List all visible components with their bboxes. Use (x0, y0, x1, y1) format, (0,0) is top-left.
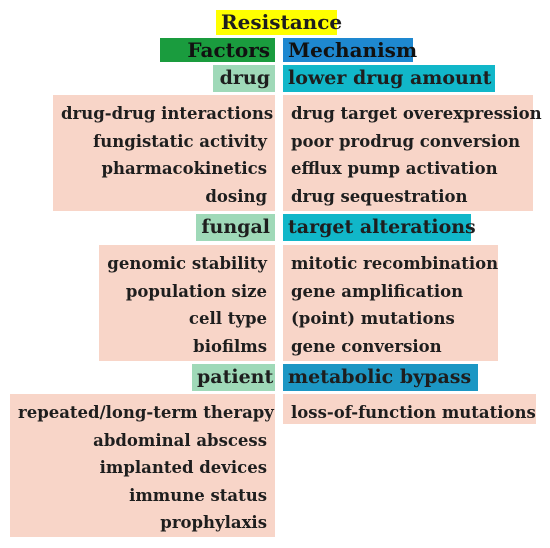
mechanism-item: loss-of-function mutations (291, 403, 536, 422)
factor-item: dosing (205, 186, 267, 206)
factor-item: repeated/long-term therapy (18, 403, 274, 422)
factor-item: population size (125, 281, 267, 301)
mechanism-section-target-alterations: target alterations (283, 214, 476, 241)
factor-item: genomic stability (107, 254, 267, 273)
mechanism-list-target-alterations: mitotic recombination gene amplification… (283, 245, 498, 361)
factor-list-fungal: genomic stability population size cell t… (99, 245, 275, 361)
factor-item: drug-drug interactions (61, 104, 274, 123)
mechanism-list-lower-drug-amount: drug target overexpression poor prodrug … (283, 95, 542, 211)
mechanism-section-metabolic-bypass: metabolic bypass (283, 364, 478, 391)
mechanism-item: drug sequestration (291, 186, 468, 206)
title-label: Resistance (216, 10, 342, 35)
mechanism-item: efflux pump activation (291, 159, 498, 178)
mechanism-item: gene conversion (291, 336, 442, 356)
mechanism-item: poor prodrug conversion (291, 131, 521, 151)
factor-section-fungal: fungal (196, 214, 275, 241)
factor-item: cell type (188, 309, 267, 328)
mechanism-item: drug target overexpression (291, 104, 542, 123)
factor-item: biofilms (193, 336, 267, 356)
factor-item: abdominal abscess (93, 430, 267, 450)
factors-header: Factors (160, 38, 275, 62)
mechanism-section-lower-drug-amount: lower drug amount (283, 65, 495, 92)
factor-section-patient: patient (192, 364, 275, 391)
factor-section-drug: drug (213, 65, 275, 92)
factor-item: prophylaxis (160, 513, 267, 532)
mechanism-item: mitotic recombination (291, 254, 499, 273)
mechanism-item: (point) mutations (291, 309, 455, 328)
factor-item: fungistatic activity (93, 131, 267, 151)
factor-item: immune status (129, 485, 267, 505)
factor-item: pharmacokinetics (101, 159, 267, 178)
factor-list-drug: drug-drug interactions fungistatic activ… (53, 95, 275, 211)
factor-item: implanted devices (99, 458, 267, 477)
mechanism-list-metabolic-bypass: loss-of-function mutations (283, 394, 536, 424)
mechanism-item: gene amplification (291, 281, 464, 301)
mechanism-header: Mechanism (283, 38, 417, 62)
factor-list-patient: repeated/long-term therapy abdominal abs… (10, 394, 275, 537)
